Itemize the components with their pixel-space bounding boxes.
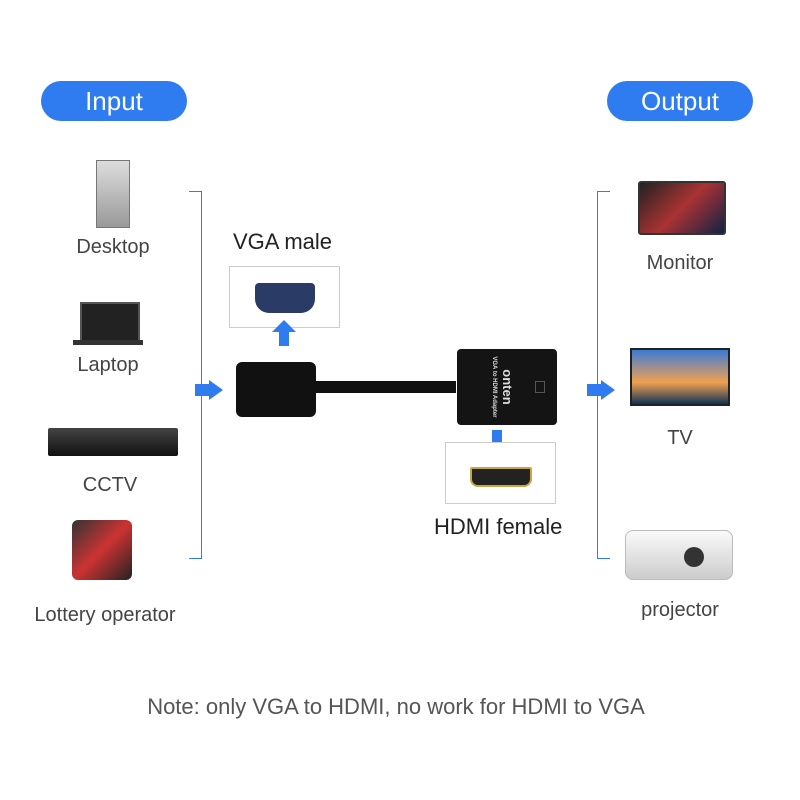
arrow-shaft xyxy=(587,384,601,396)
arrow-up-icon xyxy=(272,320,296,332)
output-heading: Output xyxy=(607,81,753,121)
vga-label: VGA male xyxy=(233,229,333,254)
device-label: Monitor xyxy=(646,252,714,274)
laptop-icon xyxy=(80,302,140,342)
monitor-icon xyxy=(638,181,726,235)
device-label: Lottery operator xyxy=(34,604,176,626)
input-bracket xyxy=(189,191,202,559)
tv-icon xyxy=(630,348,730,406)
note: Note: only VGA to HDMI, no work for HDMI… xyxy=(147,694,645,719)
laptop-base xyxy=(73,340,143,345)
device-label: Laptop xyxy=(77,354,139,376)
adapter-label-group: onten VGA to HDMI Adapter xyxy=(480,347,515,427)
vga-port-icon xyxy=(254,283,315,313)
cctv-icon xyxy=(48,428,178,456)
arrow-right-icon xyxy=(209,380,223,400)
device-label: TV xyxy=(667,427,693,449)
desktop-icon xyxy=(96,160,130,228)
device-label: Desktop xyxy=(76,236,150,258)
device-label: CCTV xyxy=(82,474,138,496)
device-label: projector xyxy=(641,599,719,621)
adapter-port xyxy=(535,381,545,393)
arrow-right-icon xyxy=(601,380,615,400)
hdmi-connector-box xyxy=(445,442,556,504)
projector-lens xyxy=(684,547,704,567)
hdmi-port-icon xyxy=(469,467,532,487)
lottery-terminal-icon xyxy=(72,520,132,580)
hdmi-label: HDMI female xyxy=(434,514,563,539)
adapter-box: onten VGA to HDMI Adapter xyxy=(457,349,557,425)
projector-icon xyxy=(625,530,733,580)
output-bracket xyxy=(597,191,610,559)
arrow-shaft xyxy=(492,430,502,442)
arrow-shaft xyxy=(279,332,289,346)
cable xyxy=(316,381,456,393)
vga-plug xyxy=(236,362,316,417)
adapter-model: VGA to HDMI Adapter xyxy=(491,356,497,418)
vga-connector-box xyxy=(229,266,340,328)
input-heading: Input xyxy=(41,81,187,121)
brand-logo: onten xyxy=(500,369,515,405)
arrow-shaft xyxy=(195,384,209,396)
